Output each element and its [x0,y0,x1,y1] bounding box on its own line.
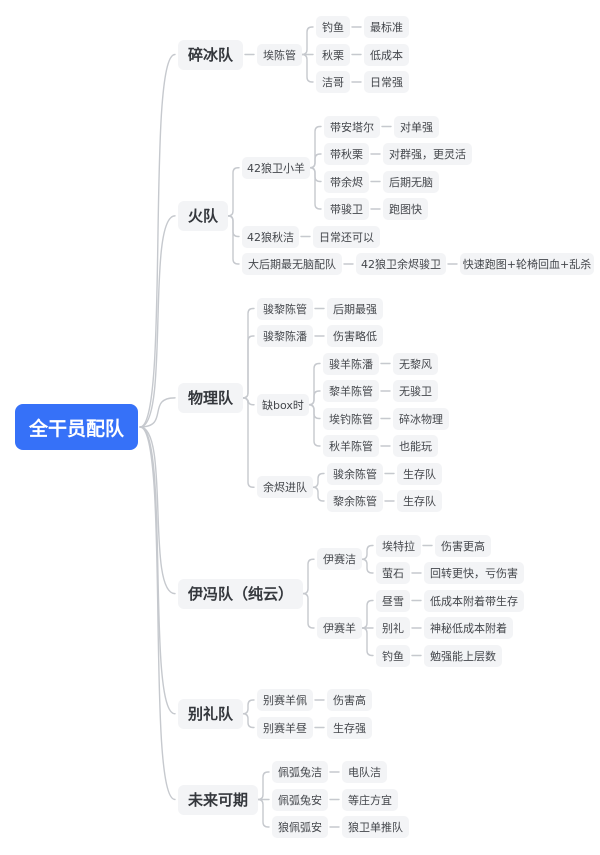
mindmap-node: 余烬进队 [257,476,313,499]
mindmap-node: 大后期最无脑配队 [242,253,342,275]
connector-line [361,627,374,657]
connector-line [139,397,176,428]
connector-line [302,592,315,629]
mindmap-node: 等庄方宜 [342,788,398,811]
mindmap-node: 无骏卫 [393,380,438,402]
mindmap-node: 后期无脑 [383,170,439,193]
mindmap-node: 狼佩弧安 [272,816,328,838]
connector-line [361,558,374,574]
mindmap-node: 缺box时 [257,393,309,416]
mindmap-branch-node: 火队 [178,200,228,231]
mindmap-node: 昼雪 [376,589,410,612]
mindmap-node: 伊赛洁 [317,548,362,571]
mindmap-node: 带安塔尔 [324,115,380,138]
mindmap-node: 快速跑图+轮椅回血+乱杀 [460,253,594,275]
connector-line [242,699,255,715]
mindmap-node: 萤石 [376,562,410,584]
mindmap-node: 电队洁 [342,761,387,783]
mindmap-node: 佩弧兔安 [272,788,328,811]
mindmap-node: 钓鱼 [376,644,410,667]
mindmap-node: 钓鱼 [316,16,350,38]
connector-line [301,26,314,56]
mindmap-node: 无黎风 [393,352,438,375]
mindmap-node: 骏羊陈潘 [323,352,379,375]
mindmap-node: 对群强，更灵活 [383,143,472,165]
mindmap-node: 黎余陈管 [327,490,383,512]
mindmap-node: 伊赛羊 [317,617,362,639]
mindmap-node: 日常还可以 [313,225,380,248]
mindmap-node: 42狼卫余烬骏卫 [356,253,446,275]
mindmap-node: 也能玩 [393,435,438,457]
mindmap-branch-node: 未来可期 [178,784,258,815]
mindmap-node: 低成本附着带生存 [424,589,524,612]
mindmap-node: 别赛羊佩 [257,689,313,711]
connector-line [139,426,176,715]
connector-line [312,472,325,488]
mindmap-node: 42狼卫小羊 [242,156,310,179]
mindmap-node: 秋羊陈管 [323,435,379,457]
mindmap-node: 埃特拉 [376,534,421,557]
mindmap-node: 碎冰物理 [393,407,449,430]
mindmap-node: 生存强 [327,716,372,739]
mindmap-root-node: 全干员配队 [15,404,138,450]
mindmap-node: 别赛羊昼 [257,716,313,739]
connector-line [227,215,240,265]
connector-line [139,426,176,801]
mindmap-node: 带余烬 [324,170,369,193]
mindmap-branch-node: 伊冯队（纯云） [178,578,303,609]
connector-line [139,426,176,595]
mindmap-node: 对单强 [394,115,439,138]
mindmap-node: 42狼秋洁 [242,225,299,248]
mindmap-node: 狼卫单推队 [342,816,409,838]
connector-line [308,404,321,447]
connector-line [227,167,240,217]
mindmap-node: 带骏卫 [324,198,369,220]
mindmap-node: 别礼 [376,617,410,639]
connector-line [302,558,315,595]
connector-line [309,167,322,210]
connector-line [139,53,176,428]
mindmap-node: 骏黎陈管 [257,297,313,320]
mindmap-node: 伤害更高 [435,534,491,557]
mindmap-node: 跑图快 [383,198,428,220]
mindmap-node: 低成本 [364,43,409,66]
connector-line [139,215,176,428]
mindmap-node: 洁哥 [316,71,350,93]
connector-line [242,713,255,729]
connector-line [361,544,374,560]
connector-line [301,53,314,83]
mindmap-node: 日常强 [364,71,409,93]
mindmap-branch-node: 物理队 [178,382,243,413]
connector-line [308,390,321,406]
connector-line [242,335,255,399]
connector-line [257,798,270,828]
mindmap-node: 伤害略低 [327,325,383,347]
mindmap-node: 黎羊陈管 [323,380,379,402]
mindmap-node: 生存队 [397,490,442,512]
mindmap-node: 骏余陈管 [327,462,383,485]
mindmap-node: 神秘低成本附着 [424,617,513,639]
connector-line [361,599,374,629]
mindmap-node: 后期最强 [327,297,383,320]
mindmap-node: 伤害高 [327,689,372,711]
mindmap-node: 秋栗 [316,43,350,66]
connector-line [242,397,255,488]
mindmap-node: 佩弧兔洁 [272,761,328,783]
mindmap-node: 最标准 [364,16,409,38]
mindmap-node: 埃陈管 [257,43,302,66]
mindmap-branch-node: 碎冰队 [178,39,243,70]
connector-line [312,486,325,502]
mindmap-node: 勉强能上层数 [424,644,502,667]
mindmap-node: 埃钓陈管 [323,407,379,430]
connector-line [257,771,270,801]
mindmap-branch-node: 别礼队 [178,698,243,729]
mindmap-node: 带秋栗 [324,143,369,165]
mindmap-node: 生存队 [397,462,442,485]
mindmap-node: 回转更快，亏伤害 [424,562,524,584]
connector-line [309,153,322,169]
mindmap-node: 骏黎陈潘 [257,325,313,347]
